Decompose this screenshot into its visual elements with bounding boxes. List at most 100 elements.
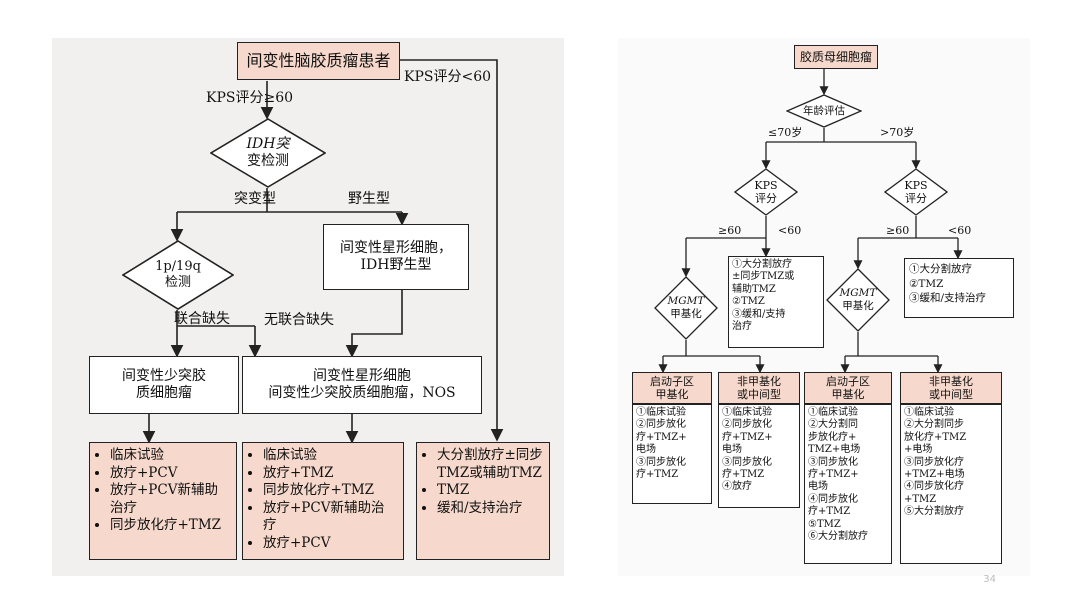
diamond-text-line: 变检测 [247, 153, 289, 169]
header-line: 甲基化 [655, 388, 689, 401]
treatment-line: TMZ+电场 [808, 444, 861, 456]
treatment-line: 步放化疗+ [808, 431, 857, 443]
treatment-line: 电场 [808, 481, 828, 493]
diamond-text-line: KPS [754, 178, 778, 192]
box-text-line: 间变性星形细胞， [340, 239, 452, 256]
anaplastic-oligodendroglioma-box: 间变性少突胶 质细胞瘤 [89, 356, 239, 414]
anaplastic-glioma-flowchart: 间变性脑胶质瘤患者 KPS评分≥60 KPS评分<60 IDH突 变检测 突变型… [52, 38, 564, 576]
kps-high-label-old: ≥60 [886, 224, 910, 237]
treatment-line: 疗+TMZ [808, 506, 851, 518]
treatment-line: 治疗 [732, 320, 752, 332]
treatment-item: 放疗+PCV新辅助治疗 [110, 482, 230, 517]
mutant-label: 突变型 [234, 191, 276, 207]
header-line: 或中间型 [737, 388, 781, 401]
treatment-line: ④同步放化疗 [904, 481, 964, 493]
treatment-line: ①临床试验 [722, 407, 772, 418]
treatment-line: 疗+TMZ [722, 468, 765, 480]
treatment-item: 放疗+PCV [110, 465, 230, 483]
box-text-line: 质细胞瘤 [136, 385, 192, 401]
treatment-line: ①临床试验 [636, 407, 686, 418]
young-methylated-treatment-box: ①临床试验 ②同步放化 疗+TMZ+ 电场 ③同步放化 疗+TMZ [632, 404, 712, 504]
treatment-line: ③同步放化疗 [904, 456, 964, 468]
young-methylated-header: 启动子区甲基化 [632, 372, 712, 404]
box-text-line: IDH野生型 [360, 257, 432, 273]
treatment-line: ②大分割同步 [904, 419, 964, 431]
no-codeletion-label: 无联合缺失 [264, 312, 334, 328]
age-old-label: >70岁 [880, 126, 915, 139]
treatment-line: ③同步放化 [722, 456, 772, 468]
low-kps-treatment-list: 大分割放疗±同步TMZ或辅助TMZ TMZ 缓和/支持治疗 [416, 442, 550, 560]
box-text-line: 间变性星形细胞 [313, 367, 411, 384]
age-assessment-diamond: 年龄评估 [786, 94, 862, 128]
treatment-item: 同步放化疗+TMZ [110, 517, 230, 535]
header-line: 或中间型 [929, 388, 973, 401]
treatment-line: ②TMZ [732, 296, 765, 308]
page-number: 34 [983, 574, 996, 585]
treatment-item: 放疗+PCV新辅助治疗 [263, 500, 397, 535]
diamond-text-line: 甲基化 [842, 300, 874, 312]
box-text-line: 间变性少突胶质细胞瘤，NOS [268, 385, 456, 401]
treatment-item: 临床试验 [263, 447, 397, 465]
treatment-line: ①临床试验 [808, 407, 858, 418]
treatment-item: 大分割放疗±同步TMZ或辅助TMZ [437, 447, 543, 482]
treatment-line: ±同步TMZ或 [732, 271, 795, 283]
kps-young-diamond: KPS 评分 [734, 168, 798, 216]
old-methylated-header: 启动子区甲基化 [804, 372, 892, 404]
box-text: 间变性脑胶质瘤患者 [246, 51, 391, 71]
kps-low-label-old: <60 [948, 224, 972, 237]
mgmt-young-diamond: MGMT 甲基化 [654, 276, 718, 340]
treatment-item: 同步放化疗+TMZ [263, 482, 397, 500]
diamond-text-line: 1p/19q [155, 259, 201, 275]
treatment-line: ②同步放化 [722, 419, 772, 431]
old-methylated-treatment-box: ①临床试验 ②大分割同 步放化疗+ TMZ+电场 ③同步放化 疗+TMZ+ 电场… [804, 404, 892, 564]
treatment-line: ⑥大分割放疗 [808, 530, 868, 542]
treatment-line: 电场 [636, 444, 656, 456]
header-line: 启动子区 [650, 374, 694, 388]
kps-low-label: KPS评分<60 [404, 69, 492, 85]
diamond-text-line: 评分 [755, 192, 777, 205]
glioblastoma-flowchart: 胶质母细胞瘤 年龄评估 ≤70岁 >70岁 KPS 评分 KPS 评分 ≥60 … [618, 38, 1030, 576]
left-connectors [142, 59, 504, 444]
treatment-line: ②同步放化 [636, 419, 686, 431]
kps-old-diamond: KPS 评分 [884, 168, 948, 216]
anaplastic-astrocytoma-nos-box: 间变性星形细胞 间变性少突胶质细胞瘤，NOS [242, 356, 482, 414]
box-text: 胶质母细胞瘤 [799, 49, 872, 64]
treatment-item: 放疗+PCV [263, 535, 397, 553]
treatment-line: ①大分割放疗 [909, 263, 972, 275]
anaplastic-astrocytoma-idh-wt-box: 间变性星形细胞， IDH野生型 [323, 224, 469, 290]
age-young-label: ≤70岁 [768, 126, 803, 139]
treatment-line: ⑤TMZ [808, 518, 841, 530]
header-line: 非甲基化 [929, 374, 973, 388]
diamond-text: 年龄评估 [803, 104, 845, 117]
treatment-line: ④放疗 [722, 481, 752, 493]
codeletion-label: 联合缺失 [174, 311, 230, 327]
treatment-line: +电场 [904, 444, 933, 456]
treatment-line: 疗+TMZ [636, 468, 679, 480]
box-text-line: 间变性少突胶 [122, 367, 206, 384]
diamond-text-line: MGMT [667, 295, 705, 308]
header-line: 非甲基化 [737, 374, 781, 388]
treatment-line: ⑤大分割放疗 [904, 506, 964, 518]
treatment-line: 疗+TMZ+ [808, 468, 859, 480]
young-unmethylated-header: 非甲基化或中间型 [718, 372, 800, 404]
treatment-line: 放化疗+TMZ [904, 431, 967, 443]
treatment-item: 临床试验 [110, 447, 230, 465]
diamond-text-line: 检测 [164, 275, 191, 290]
treatment-line: 电场 [722, 444, 742, 456]
young-low-kps-treatment-box: ①大分割放疗 ±同步TMZ或 辅助TMZ ②TMZ ③缓和/支持 治疗 [728, 256, 824, 348]
kps-low-label-young: <60 [778, 224, 802, 237]
old-low-kps-treatment-box: ①大分割放疗 ②TMZ ③缓和/支持治疗 [904, 258, 1014, 318]
kps-high-label-young: ≥60 [718, 224, 742, 237]
treatment-line: ③缓和/支持治疗 [909, 292, 987, 305]
kps-high-label: KPS评分≥60 [206, 90, 294, 106]
old-unmethylated-header: 非甲基化或中间型 [900, 372, 1002, 404]
diamond-text-line: KPS [904, 178, 928, 192]
1p19q-test-diamond: 1p/19q 检测 [122, 240, 234, 310]
treatment-line: 疗+TMZ+ [722, 431, 773, 443]
treatment-line: 疗+TMZ+ [636, 431, 687, 443]
treatment-line: +TMZ [904, 493, 937, 505]
diamond-text-line: 评分 [905, 192, 927, 205]
glioblastoma-box: 胶质母细胞瘤 [794, 45, 878, 69]
diamond-text-line: 甲基化 [670, 308, 702, 320]
diamond-text-line: IDH突 [246, 136, 290, 153]
